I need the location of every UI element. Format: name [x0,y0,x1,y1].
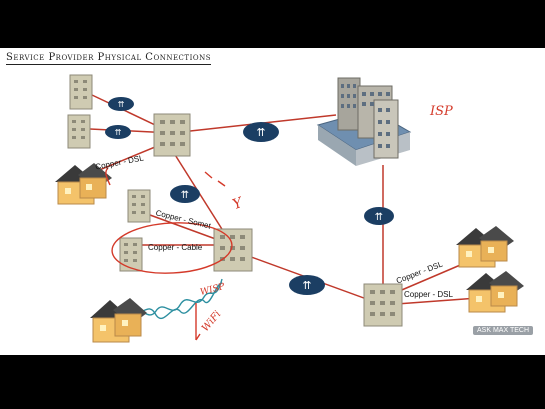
switch-building-icon [127,189,151,223]
wireless-signal [131,278,223,320]
label-copper-cable: Copper - Cable [148,243,203,252]
pen-annotations [105,167,233,341]
svg-text:⇈: ⇈ [256,126,265,139]
switch-building-icon [153,113,191,157]
house-icon [466,271,524,313]
label-copper-dsl-right-2: Copper - DSL [404,290,453,299]
switch-building-icon [213,228,253,272]
switch-building-icon [363,283,403,327]
router-icon: ⇈ [289,275,325,295]
svg-text:⇈: ⇈ [375,212,383,223]
watermark-logo: ASK MAX TECH [473,326,533,335]
router-icon: ⇈ [170,185,200,203]
router-icon: ⇈ [243,122,279,142]
router-icon: ⇈ [108,97,134,111]
annotation-isp: ISP [430,104,453,119]
house-icon [456,226,514,268]
isp-building-icon [316,77,412,166]
router-icon: ⇈ [105,125,131,139]
switch-building-icon [119,237,143,272]
switch-building-icon [67,114,91,149]
router-icon: ⇈ [364,207,394,225]
svg-text:⇈: ⇈ [302,279,311,292]
house-icon [90,298,147,343]
svg-text:⇈: ⇈ [115,128,122,137]
svg-text:⇈: ⇈ [118,100,125,109]
house-icon [55,163,112,205]
switch-building-icon [69,74,93,110]
diagram-title: Service Provider Physical Connections [6,52,212,65]
svg-text:⇈: ⇈ [181,190,189,201]
